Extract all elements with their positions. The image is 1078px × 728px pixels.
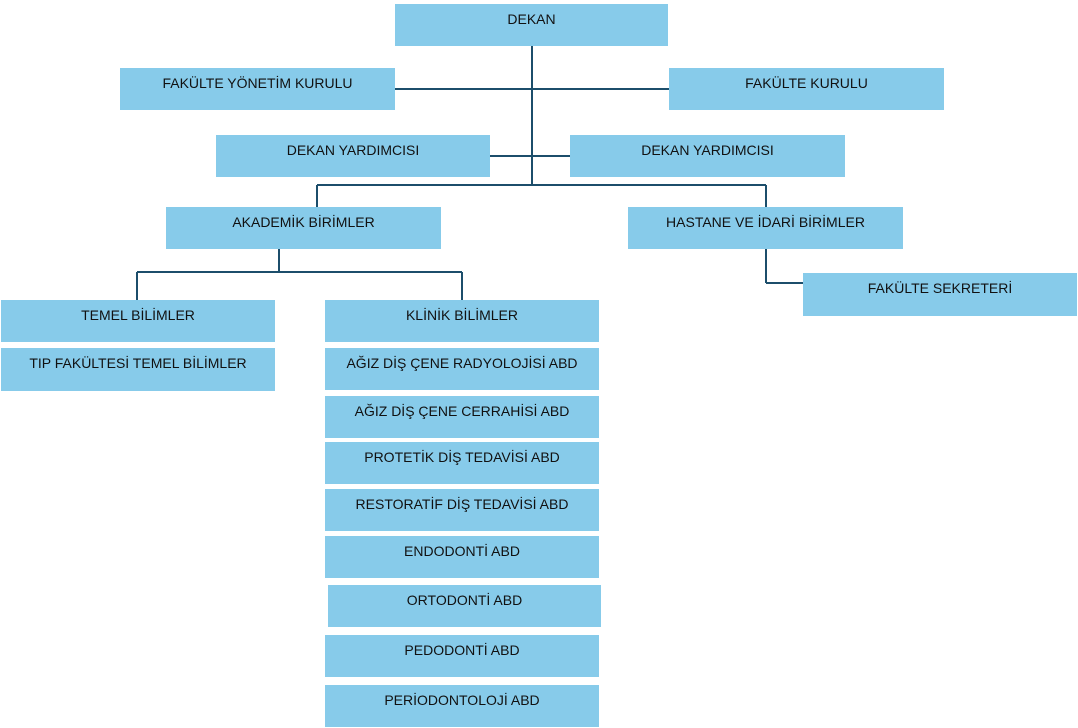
node-dept-oral-radiology: AĞIZ DİŞ ÇENE RADYOLOJİSİ ABD [325, 348, 599, 390]
node-dept-pedodontics: PEDODONTİ ABD [325, 635, 599, 677]
node-vice-dean-2: DEKAN YARDIMCISI [570, 135, 845, 177]
node-faculty-board: FAKÜLTE KURULU [669, 68, 944, 110]
node-dept-oral-surgery: AĞIZ DİŞ ÇENE CERRAHİSİ ABD [325, 396, 599, 438]
node-dept-prosthodontics: PROTETİK DİŞ TEDAVİSİ ABD [325, 442, 599, 484]
node-medical-basic-sciences: TIP FAKÜLTESİ TEMEL BİLİMLER [1, 348, 275, 391]
node-academic-units: AKADEMİK BİRİMLER [166, 207, 441, 249]
node-clinical-sciences: KLİNİK BİLİMLER [325, 300, 599, 342]
node-dept-orthodontics: ORTODONTİ ABD [328, 585, 601, 627]
node-faculty-executive-board: FAKÜLTE YÖNETİM KURULU [120, 68, 395, 110]
node-dept-restorative: RESTORATİF DİŞ TEDAVİSİ ABD [325, 489, 599, 531]
node-basic-sciences: TEMEL BİLİMLER [1, 300, 275, 342]
node-hospital-admin-units: HASTANE VE İDARİ BİRİMLER [628, 207, 903, 249]
node-vice-dean-1: DEKAN YARDIMCISI [216, 135, 490, 177]
node-faculty-secretary: FAKÜLTE SEKRETERİ [803, 273, 1077, 316]
node-dept-periodontology: PERİODONTOLOJİ ABD [325, 685, 599, 727]
node-dekan: DEKAN [395, 4, 668, 46]
node-dept-endodontics: ENDODONTİ ABD [325, 536, 599, 578]
